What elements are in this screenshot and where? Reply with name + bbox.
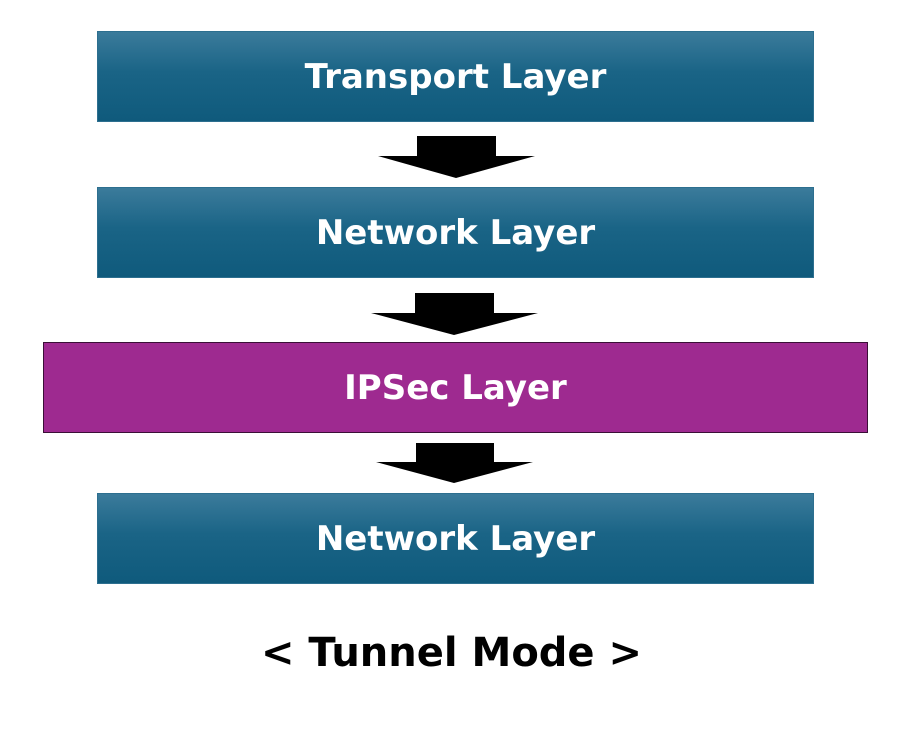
down-arrow-icon — [371, 293, 538, 335]
network-layer-label-lower: Network Layer — [315, 518, 596, 559]
transport-layer-label: Transport Layer — [304, 56, 607, 97]
ipsec-layer-box: IPSec Layer — [43, 342, 868, 433]
network-layer-box-lower: Network Layer — [97, 493, 814, 584]
transport-layer-box: Transport Layer — [97, 31, 814, 122]
down-arrow-icon — [376, 443, 533, 483]
ipsec-layer-label: IPSec Layer — [344, 367, 567, 408]
down-arrow-icon — [378, 136, 535, 178]
diagram-caption: < Tunnel Mode > — [260, 630, 642, 676]
network-layer-box-upper: Network Layer — [97, 187, 814, 278]
network-layer-label-upper: Network Layer — [315, 212, 596, 253]
